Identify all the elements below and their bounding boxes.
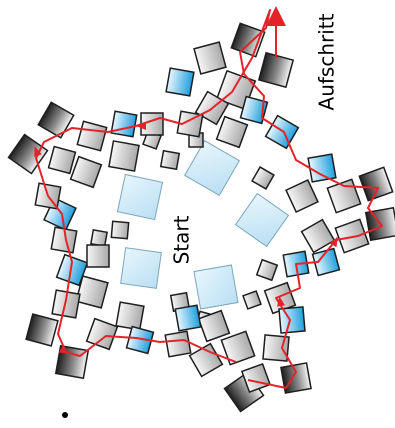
outer-tile-27 bbox=[334, 218, 370, 254]
outer-tile-36 bbox=[85, 317, 119, 351]
outer-tile-44 bbox=[262, 334, 290, 362]
center-tile-2 bbox=[183, 139, 241, 197]
inner-tile-1 bbox=[159, 149, 181, 171]
outer-tile-34 bbox=[75, 275, 109, 309]
outer-tile-31 bbox=[25, 313, 59, 347]
inner-tile-2 bbox=[251, 166, 275, 190]
outer-tile-40 bbox=[50, 226, 78, 254]
outer-tile-11 bbox=[37, 101, 75, 139]
center-tile-1 bbox=[116, 173, 164, 221]
outer-tile-50 bbox=[164, 330, 192, 358]
center-tile-3 bbox=[234, 192, 290, 248]
outer-tile-3 bbox=[193, 41, 227, 75]
outer-tile-45 bbox=[220, 330, 256, 366]
path-arrow-icon-4 bbox=[329, 236, 338, 248]
center-tile-4 bbox=[120, 247, 162, 289]
path-arrow-icon-5 bbox=[277, 296, 285, 307]
outer-tile-13 bbox=[76, 120, 108, 152]
outer-tile-43 bbox=[278, 306, 306, 334]
outer-tile-37 bbox=[115, 301, 145, 331]
path-arrow-icon-3 bbox=[58, 345, 70, 354]
outer-tile-48 bbox=[174, 304, 202, 332]
bullet-dot bbox=[62, 412, 68, 418]
outer-tile-46 bbox=[188, 342, 224, 378]
path-arrow-icon-2 bbox=[34, 146, 42, 158]
outer-tile-14 bbox=[110, 110, 138, 138]
outer-tile-49 bbox=[240, 362, 272, 394]
outer-tile-25 bbox=[285, 179, 319, 213]
outer-tile-8 bbox=[264, 114, 300, 150]
inner-tile-3 bbox=[110, 220, 130, 240]
outer-tile-2 bbox=[257, 51, 295, 89]
outer-tile-18 bbox=[47, 145, 77, 175]
start-label: Start bbox=[169, 215, 194, 265]
outer-tile-33 bbox=[55, 253, 89, 287]
outer-tile-24 bbox=[326, 178, 362, 214]
outer-tile-23 bbox=[307, 153, 337, 183]
outer-tile-5 bbox=[165, 67, 195, 97]
inner-tile-7 bbox=[90, 229, 108, 247]
outer-tile-32 bbox=[54, 344, 90, 380]
center-tile-5 bbox=[193, 264, 239, 310]
route-path bbox=[35, 9, 383, 389]
outer-tile-16 bbox=[108, 140, 140, 172]
outer-tile-26 bbox=[300, 218, 336, 254]
outer-tile-28 bbox=[311, 247, 341, 277]
end-label: Aufschritt bbox=[314, 13, 339, 111]
outer-tile-15 bbox=[69, 155, 103, 189]
path-arrow-icon-1 bbox=[136, 122, 146, 130]
outer-tile-21 bbox=[358, 166, 394, 202]
outer-tile-38 bbox=[86, 244, 110, 268]
outer-tile-10 bbox=[215, 115, 249, 149]
outer-tile-47 bbox=[197, 309, 231, 343]
outer-tile-7 bbox=[239, 95, 269, 125]
inner-tile-4 bbox=[255, 258, 279, 282]
outer-tile-12 bbox=[7, 133, 49, 175]
inner-tile-8 bbox=[242, 290, 262, 310]
